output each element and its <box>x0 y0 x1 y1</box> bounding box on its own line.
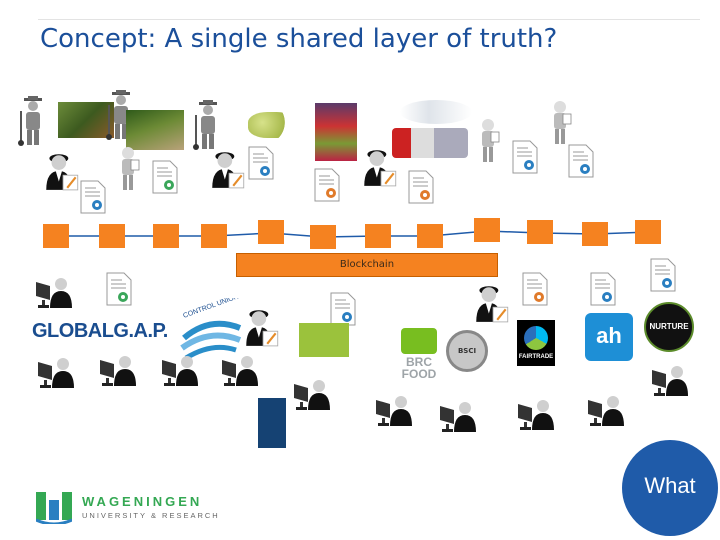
inspector-icon <box>116 146 140 192</box>
globalgap-logo: GLOBALG.A.P. <box>32 320 168 342</box>
computer-user-icon <box>516 398 556 432</box>
block-node <box>99 224 125 248</box>
control-union-logo: CONTROL UNION <box>180 298 242 361</box>
fairtrade-mark-icon <box>524 326 548 350</box>
computer-user-icon <box>220 354 260 388</box>
nurture-logo: NURTURE <box>644 302 694 352</box>
certificate-icon <box>408 170 434 204</box>
block-node <box>417 224 443 248</box>
farmer-icon <box>18 96 48 148</box>
certificate-icon <box>80 180 106 214</box>
brc-text: BRC FOOD <box>401 355 437 381</box>
slide-title: Concept: A single shared layer of truth? <box>40 24 558 54</box>
computer-user-icon <box>160 354 200 388</box>
certificate-icon <box>152 160 178 194</box>
computer-user-icon <box>98 354 138 388</box>
block-node <box>153 224 179 248</box>
computer-user-icon <box>438 400 478 434</box>
computer-user-icon <box>36 356 76 390</box>
trucks-photo <box>392 128 468 158</box>
certificate-icon <box>568 144 594 178</box>
officer-icon <box>44 150 80 192</box>
bsci-logo: BSCI <box>446 330 488 372</box>
computer-user-icon <box>292 378 332 412</box>
certificate-icon <box>512 140 538 174</box>
chain-line <box>56 230 649 238</box>
control-union-text: CONTROL UNION <box>182 298 239 320</box>
blockchain-label: Blockchain <box>236 253 498 277</box>
wur-mark-icon <box>36 492 72 524</box>
officer-icon <box>244 306 280 348</box>
computer-user-icon <box>34 276 74 310</box>
block-node <box>582 222 608 246</box>
fairtrade-logo: FAIRTRADE <box>517 320 555 366</box>
vineyard-photo <box>58 102 114 138</box>
certificate-icon <box>522 272 548 306</box>
certificate-icon <box>248 146 274 180</box>
inspector-icon <box>476 118 500 164</box>
computer-user-icon <box>374 394 414 428</box>
block-node <box>258 220 284 244</box>
eu-organic-logo <box>299 323 349 357</box>
block-node <box>201 224 227 248</box>
dutch-government-logo <box>258 398 286 448</box>
harvest-photo <box>126 110 184 150</box>
officer-icon <box>362 146 398 188</box>
certificate-icon <box>590 272 616 306</box>
block-node <box>527 220 553 244</box>
wur-name: WAGENINGEN <box>82 494 203 509</box>
inspector-icon <box>548 100 572 146</box>
block-node <box>474 218 500 242</box>
brc-food-logo: BRC FOOD <box>398 328 440 384</box>
block-node <box>310 225 336 249</box>
block-node <box>635 220 661 244</box>
block-node <box>365 224 391 248</box>
officer-icon <box>210 148 246 190</box>
albert-heijn-logo: ah <box>585 313 633 361</box>
airplane-photo <box>400 100 472 124</box>
fairtrade-text: FAIRTRADE <box>518 354 554 360</box>
wur-subtitle: UNIVERSITY & RESEARCH <box>82 511 220 520</box>
what-badge: What <box>622 440 718 536</box>
market-photo <box>315 103 357 161</box>
grapes-photo <box>248 112 296 138</box>
certificate-icon <box>106 272 132 306</box>
certificate-icon <box>330 292 356 326</box>
check-icon <box>401 328 437 354</box>
computer-user-icon <box>650 364 690 398</box>
block-node <box>43 224 69 248</box>
title-rule <box>38 19 700 20</box>
officer-icon <box>474 282 510 324</box>
certificate-icon <box>650 258 676 292</box>
computer-user-icon <box>586 394 626 428</box>
certificate-icon <box>314 168 340 202</box>
farmer-icon <box>193 100 223 152</box>
